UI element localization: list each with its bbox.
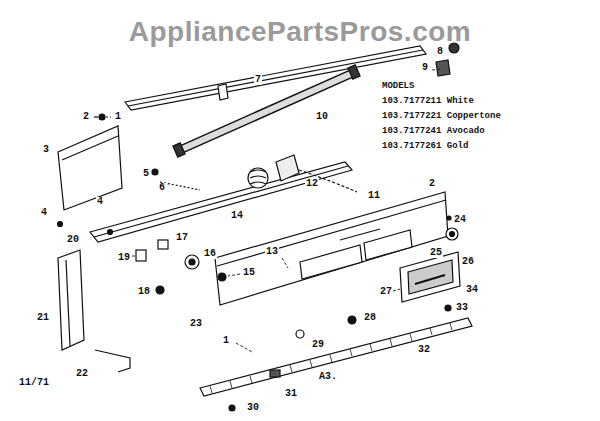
callout-number: 7 xyxy=(254,75,262,85)
callout-number: 9 xyxy=(421,63,429,73)
callout-number: 5 xyxy=(142,169,150,179)
callout-number: 34 xyxy=(465,285,479,295)
callout-number: 18 xyxy=(137,287,151,297)
callout-number: 1 xyxy=(114,112,122,122)
callout-number: 22 xyxy=(75,369,89,379)
callout-number: 25 xyxy=(429,248,443,258)
callout-number: 15 xyxy=(242,268,256,278)
callout-number: 1 xyxy=(222,336,230,346)
callout-number: 26 xyxy=(461,257,475,267)
callout-number: 31 xyxy=(284,389,298,399)
callout-number: 2 xyxy=(428,179,436,189)
callout-number: 24 xyxy=(453,215,467,225)
callout-number: 13 xyxy=(265,247,279,257)
callout-number: 4 xyxy=(96,197,104,207)
callout-number: 17 xyxy=(175,233,189,243)
callout-number: 6 xyxy=(158,183,166,193)
callout-number: 20 xyxy=(66,235,80,245)
model-list-line: MODELS xyxy=(381,82,415,91)
callout-number: 32 xyxy=(417,345,431,355)
model-list-line: 103.7177261 Gold xyxy=(381,142,469,151)
callout-number: 11 xyxy=(367,191,381,201)
callout-number: 10 xyxy=(315,112,329,122)
page-code: 11/71 xyxy=(18,378,50,388)
callout-number: 27 xyxy=(379,287,393,297)
callout-number: 14 xyxy=(230,211,244,221)
callout-number: 28 xyxy=(363,313,377,323)
callout-number: 8 xyxy=(436,47,444,57)
callout-number: 21 xyxy=(36,313,50,323)
callout-number: 30 xyxy=(246,403,260,413)
model-list-line: 103.7177241 Avocado xyxy=(381,127,486,136)
callout-number: 12 xyxy=(305,179,319,189)
watermark: AppliancePartsPros.com xyxy=(129,18,471,46)
page-code: A3. xyxy=(318,372,338,382)
callout-number: 23 xyxy=(189,319,203,329)
callout-number: 2 xyxy=(82,112,90,122)
model-list-line: 103.7177221 Coppertone xyxy=(381,112,502,121)
callout-number: 33 xyxy=(455,303,469,313)
callout-number: 4 xyxy=(40,208,48,218)
model-list-line: 103.7177211 White xyxy=(381,97,475,106)
callout-number: 16 xyxy=(203,249,217,259)
callout-number: 19 xyxy=(117,253,131,263)
callout-number: 3 xyxy=(42,145,50,155)
callout-number: 29 xyxy=(311,340,325,350)
